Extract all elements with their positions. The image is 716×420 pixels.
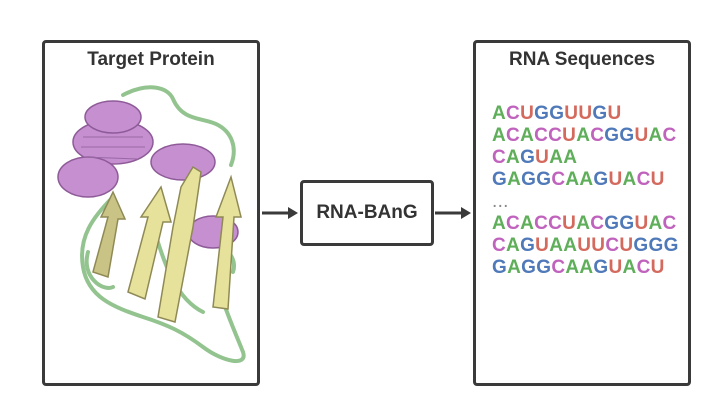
sequence-item: GAGGCAAGUACU [492,257,665,278]
model-box: RNA-BAnG [300,180,434,246]
sequence-item: ACUGGUUGU [492,103,622,124]
arrow-to-sequences-icon [435,207,471,219]
target-protein-title: Target Protein [87,49,215,70]
sequence-item: ACACCUACGGUAC [492,125,677,146]
rna-sequences-title: RNA Sequences [508,49,656,70]
arrow-to-model-icon [262,207,298,219]
sequence-item: CAGUAAUUCUGGG [492,235,679,256]
protein-structure-image [57,85,246,364]
target-protein-panel: Target Protein [42,40,260,386]
alpha-helix-1 [57,100,154,198]
sequence-item: ACACCUACGGUAC [492,213,677,234]
model-label: RNA-BAnG [316,202,418,223]
sequence-item: GAGGCAAGUACU [492,169,665,190]
sequence-item: CAGUAA [492,147,578,168]
beta-strands [92,165,242,323]
sequence-ellipsis: ... [492,191,509,212]
